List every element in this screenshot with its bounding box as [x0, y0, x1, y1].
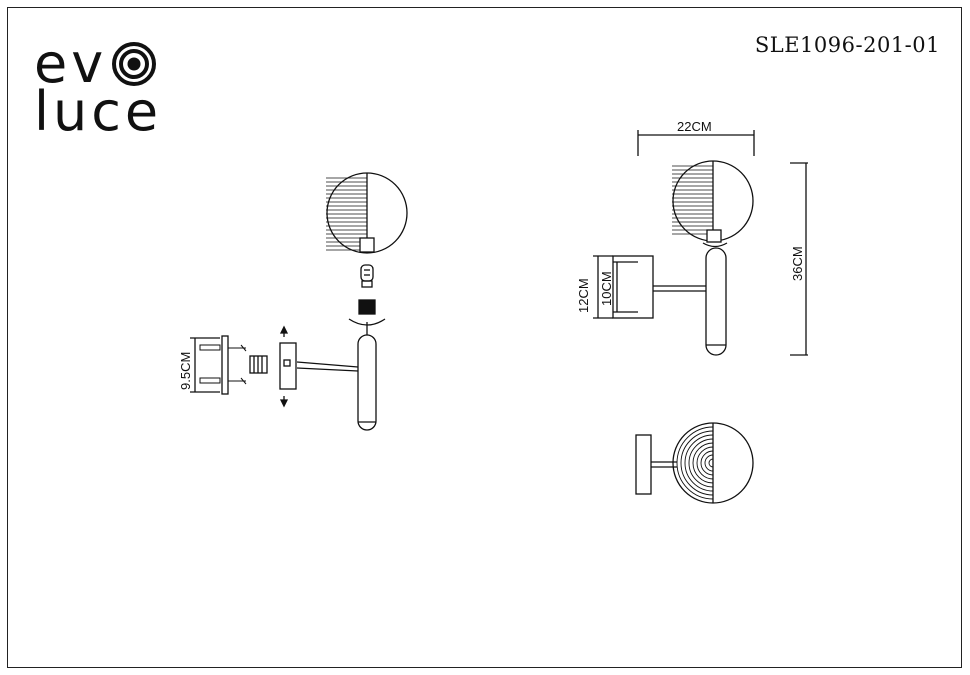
front-body	[705, 247, 727, 356]
lamp-arm	[296, 361, 359, 368]
lamp-body	[357, 334, 377, 431]
front-view	[593, 130, 808, 356]
screws-anchors	[199, 344, 247, 385]
brand-line-2: luce	[34, 80, 163, 143]
plate-height-label: 12CM	[576, 278, 591, 313]
mounting-bracket	[221, 335, 229, 395]
top-view	[635, 422, 754, 504]
model-number: SLE1096-201-01	[754, 33, 940, 57]
brand-line-1: ev	[34, 32, 108, 95]
front-cup	[702, 242, 728, 248]
width-label: 22CM	[677, 119, 712, 134]
exploded-globe	[326, 172, 408, 254]
exploded-view	[190, 172, 408, 431]
brand-logo: ev luce	[34, 32, 163, 143]
concentric-circle-logo-icon	[111, 41, 157, 87]
g9-bulb	[360, 264, 374, 288]
top-wall-plate	[635, 434, 652, 495]
wall-plate	[279, 342, 297, 390]
height-label: 36CM	[790, 246, 805, 281]
plate-inner-label: 10CM	[599, 271, 614, 306]
lamp-holder	[358, 299, 376, 315]
drawing-frame	[7, 7, 962, 668]
front-wall-plate	[612, 255, 654, 319]
mount-spacing-label: 9.5CM	[178, 352, 193, 390]
front-globe	[672, 160, 754, 243]
